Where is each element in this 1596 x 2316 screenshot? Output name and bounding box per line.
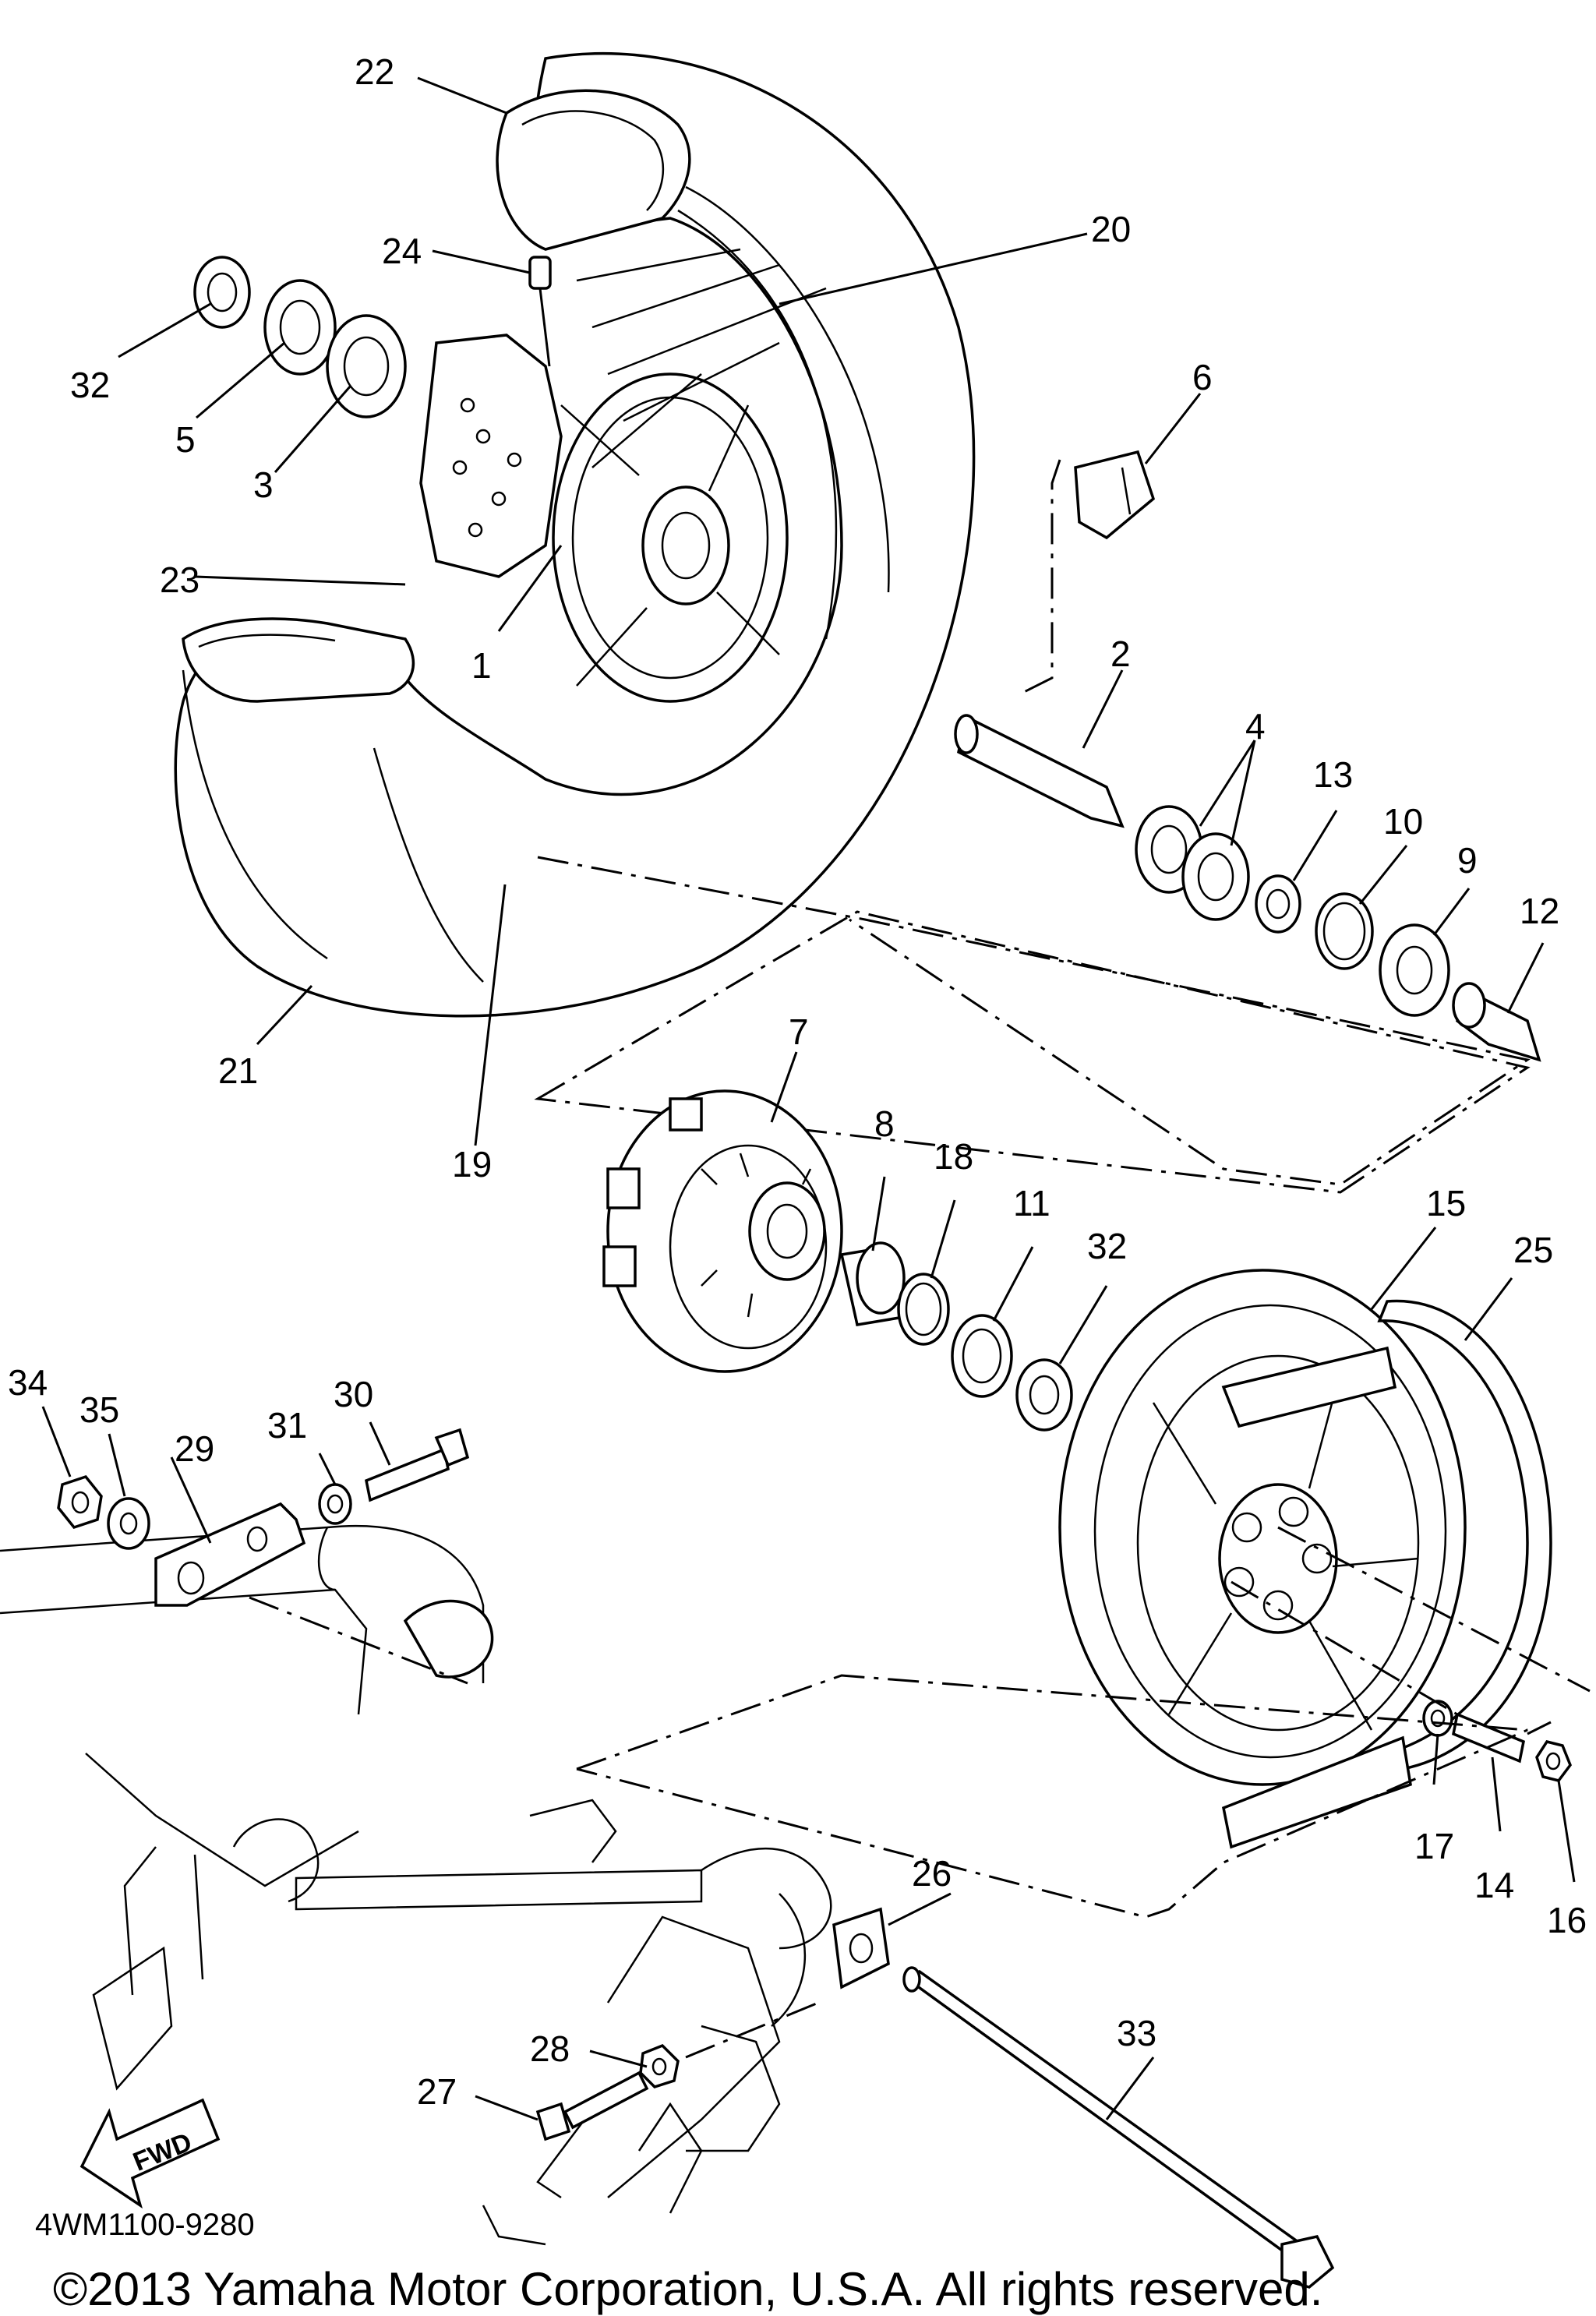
- callout-6: 6: [1192, 357, 1213, 397]
- wheel-axle-33: [902, 1966, 1335, 2289]
- collar-32-right: [1015, 1358, 1073, 1432]
- rear-pulley: [1058, 1269, 1467, 1786]
- collar-12: [1452, 982, 1541, 1062]
- callout-8: 8: [874, 1103, 895, 1144]
- callout-24: 24: [382, 231, 422, 271]
- callout-22: 22: [355, 51, 394, 92]
- callout-9: 9: [1457, 840, 1478, 881]
- clutch-hub: [602, 1089, 843, 1373]
- nut-28: [639, 2043, 680, 2088]
- callout-19: 19: [452, 1144, 492, 1184]
- washer-17: [1422, 1700, 1453, 1737]
- collar-32-left: [193, 256, 251, 329]
- swingarm: [0, 1524, 832, 2246]
- drive-belt: [1221, 1299, 1552, 1849]
- callout-17: 17: [1414, 1826, 1454, 1866]
- bolt-27: [535, 2071, 649, 2141]
- callout-14: 14: [1474, 1865, 1514, 1905]
- diagram-code: 4WM1100-9280: [35, 2208, 255, 2242]
- callout-3: 3: [253, 464, 274, 505]
- bearing-8: [839, 1241, 906, 1326]
- oil-seal-11: [951, 1314, 1013, 1398]
- bearing-9: [1379, 923, 1450, 1017]
- washer-35: [107, 1497, 150, 1550]
- circlip-18: [897, 1273, 950, 1346]
- callout-labels: 22 24 20 32 5 3 6 23 1 2 4 13 10 9 12 21…: [8, 51, 1587, 2112]
- callout-25: 25: [1513, 1230, 1553, 1270]
- callout-32-mid: 32: [1087, 1226, 1127, 1266]
- callout-2: 2: [1110, 634, 1131, 674]
- callout-29: 29: [175, 1428, 214, 1469]
- callout-5: 5: [175, 419, 196, 460]
- callout-13: 13: [1313, 754, 1353, 795]
- spacer-2: [954, 714, 1125, 828]
- bearing-4b: [1181, 832, 1250, 921]
- nut-34: [57, 1474, 103, 1530]
- callout-12: 12: [1520, 891, 1559, 931]
- callout-30: 30: [334, 1374, 373, 1414]
- copyright-notice: ©2013 Yamaha Motor Corporation, U.S.A. A…: [53, 2263, 1322, 2315]
- callout-33: 33: [1117, 2013, 1156, 2053]
- callout-20: 20: [1091, 209, 1131, 249]
- callout-32-top: 32: [70, 365, 110, 405]
- callout-1: 1: [471, 645, 492, 686]
- adjusting-bolt-30: [364, 1428, 470, 1502]
- balance-weight: [1074, 450, 1156, 540]
- inner-tube: [496, 89, 691, 251]
- valve: [528, 256, 552, 367]
- callout-11: 11: [1013, 1183, 1050, 1223]
- callout-16: 16: [1547, 1900, 1587, 1940]
- callout-31: 31: [267, 1405, 307, 1446]
- callout-35: 35: [79, 1389, 119, 1430]
- oil-seal-5: [263, 279, 337, 376]
- callout-26: 26: [912, 1853, 952, 1894]
- callout-21: 21: [218, 1050, 258, 1091]
- leader-lines: [41, 76, 1576, 2121]
- rim-band: [182, 617, 415, 703]
- callout-28: 28: [530, 2028, 570, 2069]
- bearing-3: [326, 314, 407, 418]
- fwd-arrow-icon: FWD: [79, 2098, 221, 2209]
- spokes: [576, 248, 827, 468]
- wheel-hub: [552, 372, 789, 703]
- callout-10: 10: [1383, 801, 1423, 842]
- callout-34: 34: [8, 1362, 48, 1403]
- washer-31: [318, 1483, 352, 1525]
- callout-15: 15: [1426, 1183, 1466, 1223]
- callout-23: 23: [160, 560, 200, 600]
- brake-disc: [419, 334, 563, 578]
- adjuster-plate-26: [832, 1907, 890, 1989]
- spacer-13: [1255, 874, 1301, 934]
- adjuster-plate-29: [154, 1502, 306, 1607]
- nut-16: [1535, 1739, 1572, 1782]
- callout-27: 27: [417, 2071, 457, 2112]
- callout-18: 18: [934, 1136, 973, 1177]
- stud-bolt-14: [1452, 1712, 1525, 1763]
- circlip-10: [1315, 892, 1374, 970]
- callout-4: 4: [1245, 706, 1266, 747]
- callout-7: 7: [789, 1011, 809, 1052]
